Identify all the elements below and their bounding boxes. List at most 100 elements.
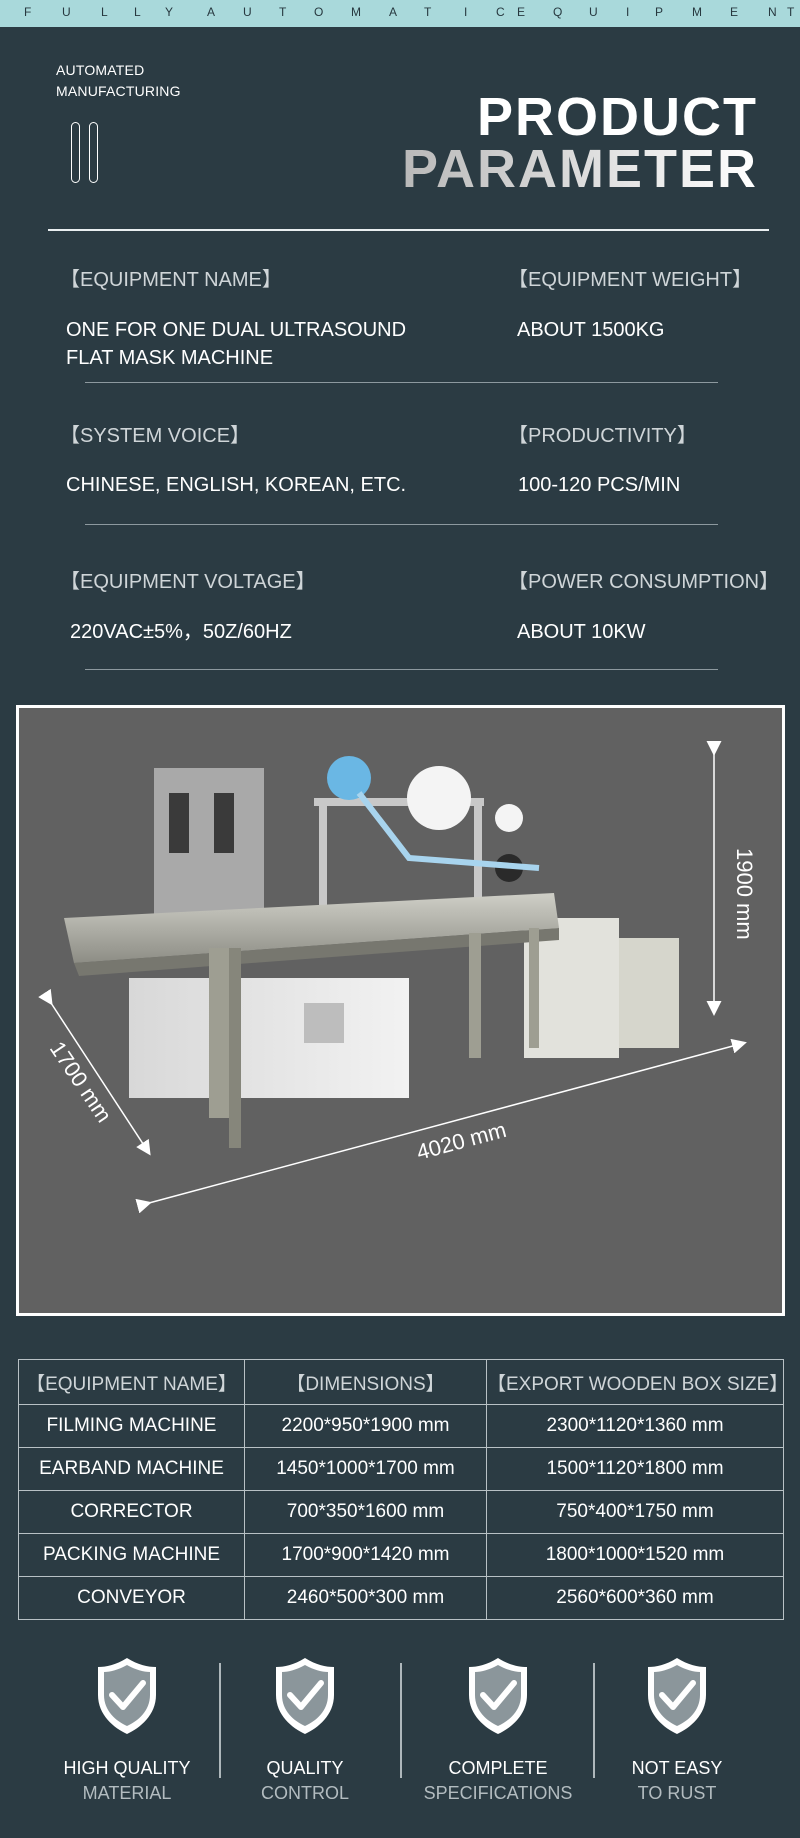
table-header: 【EXPORT WOODEN BOX SIZE】 (486, 1359, 788, 1405)
table-cell: CONVEYOR (18, 1576, 245, 1620)
machine-bed (64, 893, 559, 963)
table-row: FILMING MACHINE 2200*950*1900 mm 2300*11… (18, 1404, 784, 1448)
shield-check-icon (469, 1658, 527, 1734)
table-cell: 1700*900*1420 mm (244, 1533, 487, 1577)
table-cell: 2300*1120*1360 mm (486, 1404, 784, 1448)
top-banner-text: F U L L Y A U T O M A T I C E Q U I P M … (0, 0, 800, 27)
section-kicker: AUTOMATED MANUFACTURING (56, 60, 181, 102)
param-divider (85, 524, 718, 525)
page-subtitle: PARAMETER (401, 139, 758, 199)
banner-letter: Y (165, 5, 174, 19)
banner-letter: P (655, 5, 664, 19)
banner-letter: I (464, 5, 468, 19)
feature-subtitle: SPECIFICATIONS (423, 1783, 573, 1803)
banner-letter: N (768, 5, 777, 19)
machine-photo: 1900 mm 1700 mm 4020 mm (16, 705, 785, 1316)
table-row: PACKING MACHINE 1700*900*1420 mm 1800*10… (18, 1533, 784, 1577)
param-value-productivity: 100-120 PCS/MIN (518, 474, 681, 496)
banner-letter: Q (553, 5, 563, 19)
table-row: EARBAND MACHINE 1450*1000*1700 mm 1500*1… (18, 1447, 784, 1491)
table-cell: 2200*950*1900 mm (244, 1404, 487, 1448)
banner-letter: M (692, 5, 702, 19)
shield-check-icon (276, 1658, 334, 1734)
param-value-line: FLAT MASK MACHINE (66, 347, 274, 369)
table-cell: 750*400*1750 mm (486, 1490, 784, 1534)
banner-letter: L (134, 5, 141, 19)
depth-arrow (38, 988, 151, 1156)
param-value-equipment-name: ONE FOR ONE DUAL ULTRASOUND FLAT MASK MA… (66, 316, 406, 372)
feature-subtitle: CONTROL (260, 1783, 349, 1803)
param-divider (85, 669, 718, 670)
table-cell: CORRECTOR (18, 1490, 245, 1534)
table-row: CORRECTOR 700*350*1600 mm 750*400*1750 m… (18, 1490, 784, 1534)
banner-letter: U (62, 5, 71, 19)
param-value-power-consumption: ABOUT 10KW (517, 621, 646, 643)
banner-letter: A (207, 5, 216, 19)
param-value-equipment-voltage: 220VAC±5%，50Z/60HZ (70, 621, 292, 643)
param-value-line: ONE FOR ONE DUAL ULTRASOUND (66, 319, 407, 341)
decorative-pill (71, 122, 80, 183)
decorative-pill (89, 122, 98, 183)
feature-subtitle: TO RUST (637, 1783, 717, 1803)
header-divider (48, 229, 769, 231)
table-cell: 1450*1000*1700 mm (244, 1447, 487, 1491)
banner-letter: U (243, 5, 252, 19)
param-value-equipment-weight: ABOUT 1500KG (517, 319, 665, 341)
depth-label: 1700 mm (45, 1037, 117, 1127)
feature-subtitle: MATERIAL (82, 1783, 172, 1803)
banner-letter: T (279, 5, 287, 19)
table-header: 【DIMENSIONS】 (244, 1359, 487, 1405)
height-label: 1900 mm (732, 848, 757, 940)
param-divider (85, 382, 718, 383)
table-cell: FILMING MACHINE (18, 1404, 245, 1448)
banner-letter: E (517, 5, 526, 19)
length-label: 4020 mm (414, 1117, 509, 1165)
blue-fabric-roll (327, 756, 371, 800)
table-cell: 1800*1000*1520 mm (486, 1533, 784, 1577)
white-fabric-roll (407, 766, 471, 830)
page-title: PRODUCT (477, 87, 758, 147)
feature-title: QUALITY (266, 1758, 344, 1778)
feature-divider (219, 1663, 221, 1778)
table-header: 【EQUIPMENT NAME】 (18, 1359, 245, 1405)
banner-letter: I (626, 5, 630, 19)
banner-letter: U (589, 5, 598, 19)
feature-title: COMPLETE (448, 1758, 548, 1778)
banner-letter: A (389, 5, 398, 19)
length-arrow (135, 1038, 747, 1214)
banner-letter: F (24, 5, 32, 19)
table-cell: 700*350*1600 mm (244, 1490, 487, 1534)
kicker-line-1: AUTOMATED (56, 62, 145, 78)
param-label-equipment-weight: 【EQUIPMENT WEIGHT】 (508, 269, 753, 291)
spec-table: 【EQUIPMENT NAME】 【DIMENSIONS】 【EXPORT WO… (18, 1359, 788, 1620)
shield-check-icon (98, 1658, 156, 1734)
shield-check-icon (648, 1658, 706, 1734)
feature-divider (400, 1663, 402, 1778)
feature-title: HIGH QUALITY (63, 1758, 191, 1778)
machine-cabinet (129, 978, 409, 1098)
table-header-row: 【EQUIPMENT NAME】 【DIMENSIONS】 【EXPORT WO… (18, 1359, 788, 1405)
banner-letter: C (496, 5, 505, 19)
table-cell: 1500*1120*1800 mm (486, 1447, 784, 1491)
banner-letter: M (351, 5, 361, 19)
param-label-equipment-name: 【EQUIPMENT NAME】 (60, 269, 282, 291)
banner-letter: T (424, 5, 432, 19)
table-cell: PACKING MACHINE (18, 1533, 245, 1577)
top-banner (0, 0, 800, 27)
banner-letter: O (314, 5, 324, 19)
kicker-line-2: MANUFACTURING (56, 83, 181, 99)
banner-letter: L (101, 5, 108, 19)
param-label-equipment-voltage: 【EQUIPMENT VOLTAGE】 (60, 571, 316, 593)
table-cell: EARBAND MACHINE (18, 1447, 245, 1491)
feature-title: NOT EASY (631, 1758, 723, 1778)
param-label-system-voice: 【SYSTEM VOICE】 (60, 425, 251, 447)
param-label-productivity: 【PRODUCTIVITY】 (508, 425, 697, 447)
table-cell: 2560*600*360 mm (486, 1576, 784, 1620)
banner-letter: T (787, 5, 795, 19)
banner-letter: E (730, 5, 739, 19)
table-cell: 2460*500*300 mm (244, 1576, 487, 1620)
param-label-power-consumption: 【POWER CONSUMPTION】 (508, 571, 780, 593)
table-row: CONVEYOR 2460*500*300 mm 2560*600*360 mm (18, 1576, 784, 1620)
machine-illustration: 1900 mm 1700 mm 4020 mm (38, 741, 757, 1214)
param-value-system-voice: CHINESE, ENGLISH, KOREAN, ETC. (66, 474, 407, 496)
